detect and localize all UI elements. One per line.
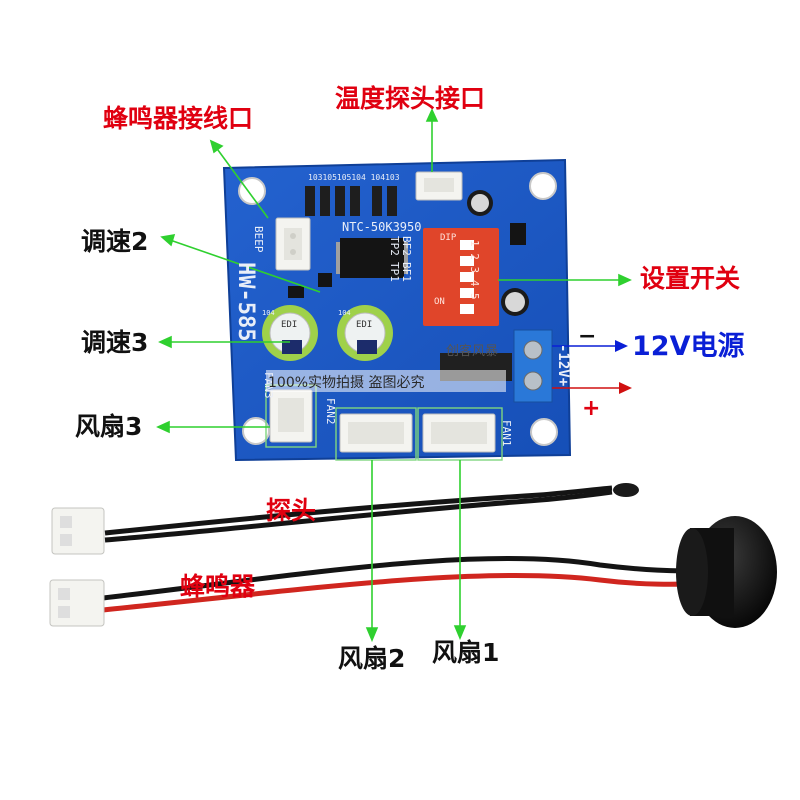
- pot3-marking: 104: [338, 309, 351, 317]
- fan1-connector: [422, 413, 496, 453]
- pot3-text: EDI: [356, 320, 373, 330]
- board-beep-label: BEEP: [252, 226, 265, 253]
- probe-connector: [415, 171, 463, 201]
- watermark-banner: [266, 370, 506, 392]
- buzzer-port-label: 蜂鸣器接线口: [103, 104, 254, 133]
- fan2-connector: [339, 413, 413, 453]
- plus-arrowhead: [619, 382, 632, 394]
- fan3-connector: [269, 389, 313, 443]
- fan1-label: 风扇1: [432, 638, 500, 667]
- capacitor: [467, 190, 529, 316]
- board-model-label: HW-585: [233, 262, 258, 342]
- dip-brand-label: DIP: [440, 233, 457, 243]
- ic-chip: [336, 238, 408, 278]
- dip-numbers-label: 1 2 3 4 5: [468, 240, 481, 300]
- speed2-label: 调速2: [81, 227, 149, 256]
- board-fan2-label: FAN2: [324, 398, 337, 425]
- watermark-shop: 创客风暴: [446, 344, 499, 359]
- dip-switch-label: 设置开关: [640, 264, 741, 293]
- board-bf2-label: BF2: [400, 236, 413, 256]
- pot2-text: EDI: [281, 320, 298, 330]
- board-bf1-label: BF1: [400, 262, 413, 282]
- power-label: 12V电源: [632, 331, 745, 362]
- speed3-label: 调速3: [81, 328, 149, 357]
- resistor-row: [305, 186, 397, 216]
- mounting-hole: [530, 418, 558, 446]
- board-power-label: -12V+: [555, 344, 571, 387]
- buzzer-body: [676, 516, 777, 628]
- pot2-marking: 104: [262, 309, 275, 317]
- led: [288, 286, 304, 298]
- fan3-label: 风扇3: [75, 412, 143, 441]
- minus-sign: −: [578, 324, 597, 349]
- potentiometer-3: [337, 305, 393, 361]
- board-tp1-label: TP1: [388, 262, 401, 282]
- buzzer-plug: [49, 579, 105, 627]
- dip-on-label: ON: [434, 297, 445, 307]
- annotation-arrows: [156, 108, 632, 643]
- transistor: [510, 223, 526, 245]
- board-resistor-label: 103105105104 104103: [308, 173, 400, 182]
- minus-arrowhead: [615, 340, 628, 352]
- probe-label: 探头: [266, 496, 317, 525]
- watermark-text: 100%实物拍摄 盗图必究: [268, 375, 425, 391]
- dip-switch: [423, 228, 499, 326]
- transistor: [318, 273, 332, 287]
- probe-cable: [104, 483, 639, 543]
- buzzer-connector: [275, 217, 311, 271]
- board-ntc-label: NTC-50K3950: [342, 220, 422, 234]
- mounting-hole: [242, 417, 270, 445]
- power-terminal: [513, 329, 553, 403]
- plus-sign: +: [582, 396, 601, 421]
- probe-plug: [51, 507, 105, 555]
- board-tp2-label: TP2: [388, 236, 401, 256]
- fan2-label: 风扇2: [338, 644, 406, 673]
- mounting-hole: [238, 177, 266, 205]
- buzzer-cable: [102, 555, 701, 613]
- potentiometer-2: [262, 305, 318, 361]
- temp-probe-port-label: 温度探头接口: [335, 84, 486, 113]
- mounting-hole: [529, 172, 557, 200]
- buzzer-label: 蜂鸣器: [180, 572, 256, 601]
- board-fan1-label: FAN1: [500, 420, 513, 447]
